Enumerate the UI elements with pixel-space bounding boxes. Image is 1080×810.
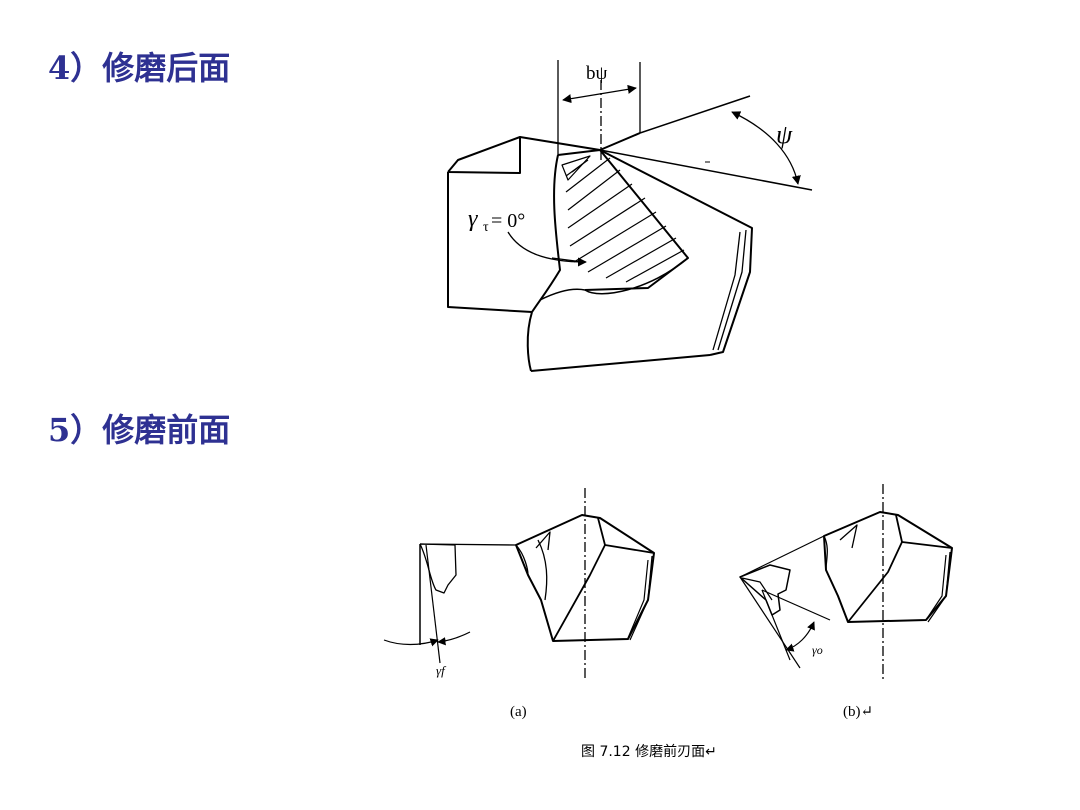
- heading-front-face-grinding: 5）修磨前面: [48, 411, 231, 449]
- label-gamma-tau: γ: [468, 206, 478, 232]
- label-gamma-equals: = 0°: [491, 210, 525, 232]
- label-subfigure-a: (a): [510, 704, 527, 720]
- figure-caption: 图 7.12 修磨前刃面↵: [581, 743, 717, 760]
- label-psi: ψ: [776, 120, 793, 149]
- drill-rear-face-figure: [447, 60, 813, 372]
- label-gamma-o: γo: [812, 643, 823, 657]
- label-subfigure-b: (b)↵: [843, 704, 873, 720]
- drill-front-face-figure-b: [739, 484, 953, 680]
- label-gamma-subscript: τ: [483, 220, 489, 235]
- drill-front-face-figure-a: [383, 488, 655, 680]
- label-gamma-f: γf: [436, 663, 447, 678]
- heading-rear-face-grinding: 4）修磨后面: [48, 49, 231, 87]
- label-b-psi: bψ: [586, 63, 608, 84]
